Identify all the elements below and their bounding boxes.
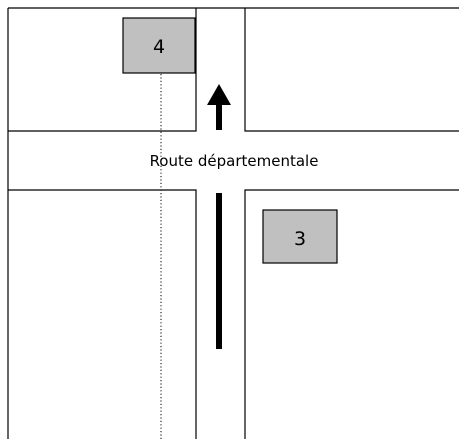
marker-box-4: 4: [122, 17, 196, 74]
outer-frame: [7, 7, 459, 439]
marker-box-3-rect: [262, 209, 338, 264]
block-top-right: [244, 8, 459, 132]
block-bottom-left: [8, 189, 197, 439]
block-top-left: [8, 8, 197, 132]
arrow-up-head: [207, 84, 231, 105]
marker-box-4-label: 4: [153, 36, 165, 58]
arrow-up-shaft: [216, 104, 222, 130]
marker-box-4-rect: [122, 17, 196, 74]
marker-box-3: 3: [262, 209, 338, 264]
traffic-line: [216, 193, 222, 349]
block-bottom-right: [244, 189, 459, 439]
arrow-up-icon: [207, 84, 231, 130]
marker-box-3-label: 3: [294, 228, 306, 250]
road-label: Route départementale: [150, 152, 319, 170]
